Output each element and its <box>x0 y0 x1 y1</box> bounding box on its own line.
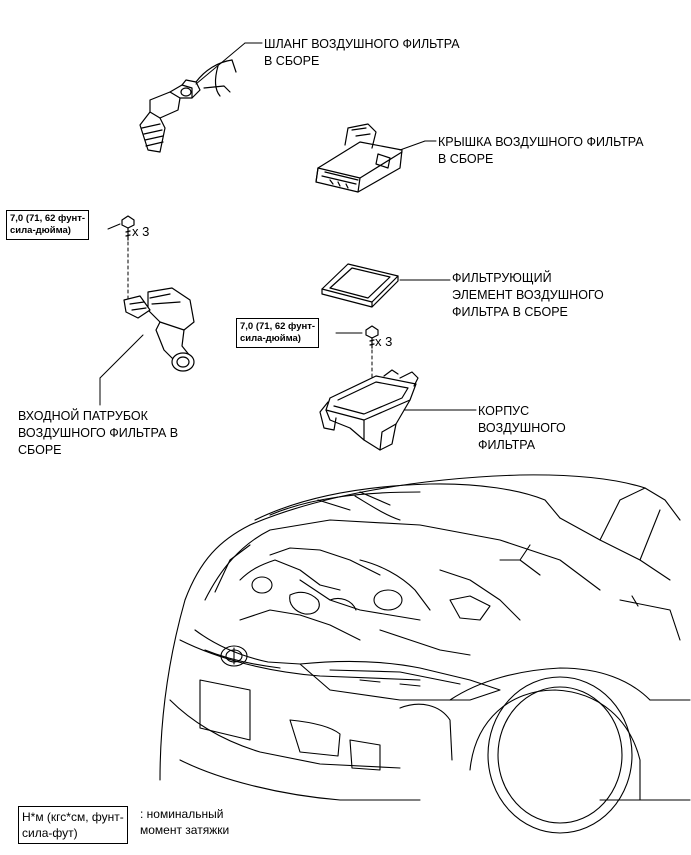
leader-inlet <box>99 334 144 379</box>
label-filter-element: ФИЛЬТРУЮЩИЙ ЭЛЕМЕНТ ВОЗДУШНОГО ФИЛЬТРА В… <box>452 271 604 319</box>
label-air-filter-cover: КРЫШКА ВОЗДУШНОГО ФИЛЬТРА В СБОРЕ <box>438 135 644 166</box>
label-air-filter-hose: ШЛАНГ ВОЗДУШНОГО ФИЛЬТРА В СБОРЕ <box>264 37 460 68</box>
torque-callout-left: 7,0 (71, 62 фунт- сила-дюйма) <box>6 210 90 240</box>
air-filter-case-drawing <box>319 369 419 451</box>
bolt-left-drawing <box>121 215 135 241</box>
legend-description: : номинальный момент затяжки <box>140 807 230 837</box>
bolt-quantity-right: x 3 <box>375 334 393 349</box>
bolt-quantity-left: x 3 <box>132 224 150 239</box>
label-air-filter-case: КОРПУС ВОЗДУШНОГО ФИЛЬТРА <box>478 404 566 452</box>
air-filter-cover-drawing <box>315 123 403 193</box>
label-air-inlet: ВХОДНОЙ ПАТРУБОК ВОЗДУШНОГО ФИЛЬТРА В СБ… <box>18 409 179 457</box>
leader-cover <box>399 140 426 151</box>
leader-hose <box>195 42 246 85</box>
filter-element-drawing <box>321 263 399 308</box>
air-inlet-drawing <box>123 287 195 372</box>
air-filter-hose-drawing <box>139 59 237 153</box>
vehicle-front-drawing <box>159 474 691 834</box>
bolt-right-drawing <box>365 325 379 349</box>
torque-callout-right: 7,0 (71, 62 фунт- сила-дюйма) <box>236 318 320 348</box>
legend-units-box: Н*м (кгс*см, фунт- сила-фут) <box>18 806 128 844</box>
